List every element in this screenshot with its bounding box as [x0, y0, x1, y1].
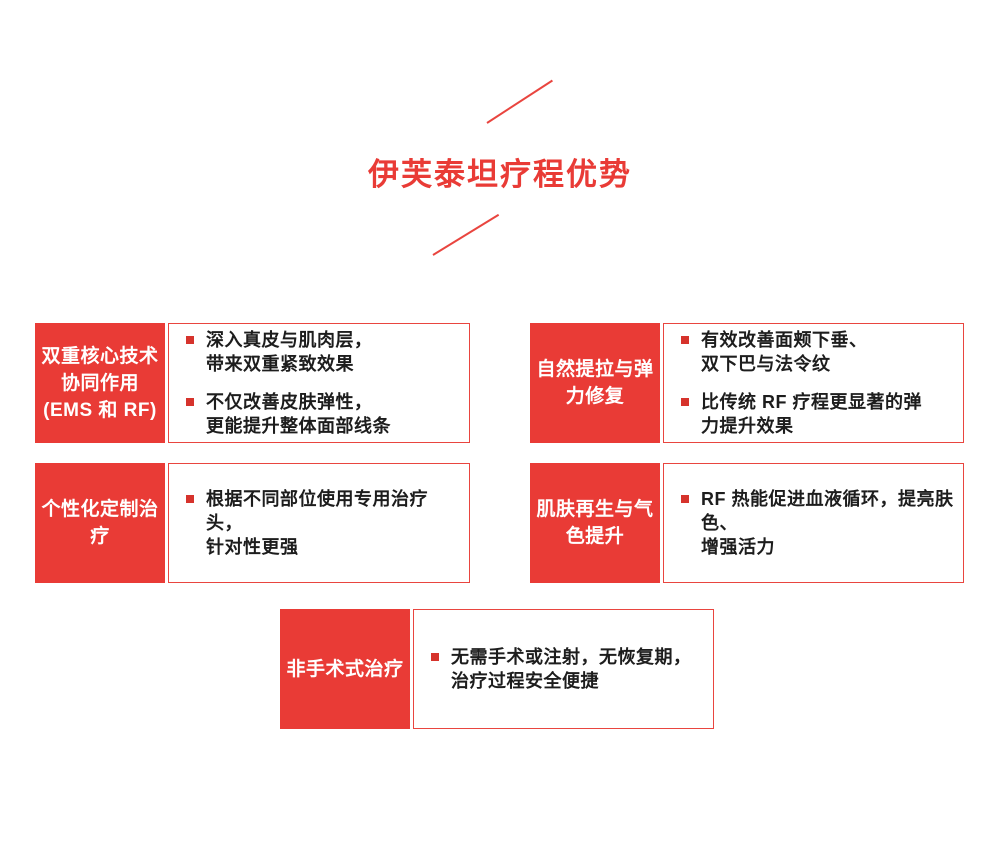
- bullet-text: 无需手术或注射，无恢复期， 治疗过程安全便捷: [451, 647, 692, 691]
- bullet-item: 比传统 RF 疗程更显著的弹 力提升效果: [681, 390, 955, 438]
- bullet-square-icon: [186, 398, 194, 406]
- bullet-square-icon: [186, 336, 194, 344]
- bullet-text: 不仅改善皮肤弹性， 更能提升整体面部线条: [206, 392, 391, 436]
- card-header: 个性化定制治疗: [35, 463, 165, 583]
- card-body: 无需手术或注射，无恢复期， 治疗过程安全便捷: [413, 609, 714, 729]
- bullet-square-icon: [681, 495, 689, 503]
- card-title: 个性化定制治疗: [41, 499, 159, 547]
- card-header: 双重核心技术 协同作用 (EMS 和 RF): [35, 323, 165, 443]
- bullet-text: 根据不同部位使用专用治疗头， 针对性更强: [206, 489, 428, 557]
- card-natural-lifting: 自然提拉与弹 力修复 有效改善面颊下垂、 双下巴与法令纹 比传统 RF 疗程更显…: [530, 323, 964, 443]
- card-header: 自然提拉与弹 力修复: [530, 323, 660, 443]
- decorative-slash-top: [486, 79, 553, 124]
- bullet-square-icon: [186, 495, 194, 503]
- bullet-square-icon: [681, 398, 689, 406]
- decorative-slash-bottom: [432, 213, 500, 256]
- bullet-item: 有效改善面颊下垂、 双下巴与法令纹: [681, 328, 955, 376]
- card-personalized-treatment: 个性化定制治疗 根据不同部位使用专用治疗头， 针对性更强: [35, 463, 470, 583]
- bullet-square-icon: [431, 653, 439, 661]
- card-non-surgical: 非手术式治疗 无需手术或注射，无恢复期， 治疗过程安全便捷: [280, 609, 714, 729]
- card-body: 深入真皮与肌肉层， 带来双重紧致效果 不仅改善皮肤弹性， 更能提升整体面部线条: [168, 323, 470, 443]
- card-title: 双重核心技术 协同作用 (EMS 和 RF): [41, 345, 159, 421]
- card-skin-regeneration: 肌肤再生与气 色提升 RF 热能促进血液循环，提亮肤色、 增强活力: [530, 463, 964, 583]
- card-title: 肌肤再生与气 色提升: [536, 499, 654, 547]
- bullet-item: 无需手术或注射，无恢复期， 治疗过程安全便捷: [431, 645, 705, 693]
- bullet-square-icon: [681, 336, 689, 344]
- bullet-item: 根据不同部位使用专用治疗头， 针对性更强: [186, 487, 461, 559]
- bullet-text: 比传统 RF 疗程更显著的弹 力提升效果: [701, 392, 922, 436]
- bullet-item: 不仅改善皮肤弹性， 更能提升整体面部线条: [186, 390, 461, 438]
- card-dual-core-tech: 双重核心技术 协同作用 (EMS 和 RF) 深入真皮与肌肉层， 带来双重紧致效…: [35, 323, 470, 443]
- bullet-text: 有效改善面颊下垂、 双下巴与法令纹: [701, 330, 868, 374]
- bullet-item: RF 热能促进血液循环，提亮肤色、 增强活力: [681, 487, 955, 559]
- card-body: RF 热能促进血液循环，提亮肤色、 增强活力: [663, 463, 964, 583]
- bullet-text: RF 热能促进血液循环，提亮肤色、 增强活力: [701, 489, 954, 557]
- bullet-item: 深入真皮与肌肉层， 带来双重紧致效果: [186, 328, 461, 376]
- card-title: 自然提拉与弹 力修复: [536, 359, 654, 407]
- card-title: 非手术式治疗: [286, 658, 404, 680]
- page-title: 伊芙泰坦疗程优势: [368, 157, 632, 192]
- card-body: 有效改善面颊下垂、 双下巴与法令纹 比传统 RF 疗程更显著的弹 力提升效果: [663, 323, 964, 443]
- card-header: 肌肤再生与气 色提升: [530, 463, 660, 583]
- bullet-text: 深入真皮与肌肉层， 带来双重紧致效果: [206, 330, 373, 374]
- card-header: 非手术式治疗: [280, 609, 410, 729]
- card-body: 根据不同部位使用专用治疗头， 针对性更强: [168, 463, 470, 583]
